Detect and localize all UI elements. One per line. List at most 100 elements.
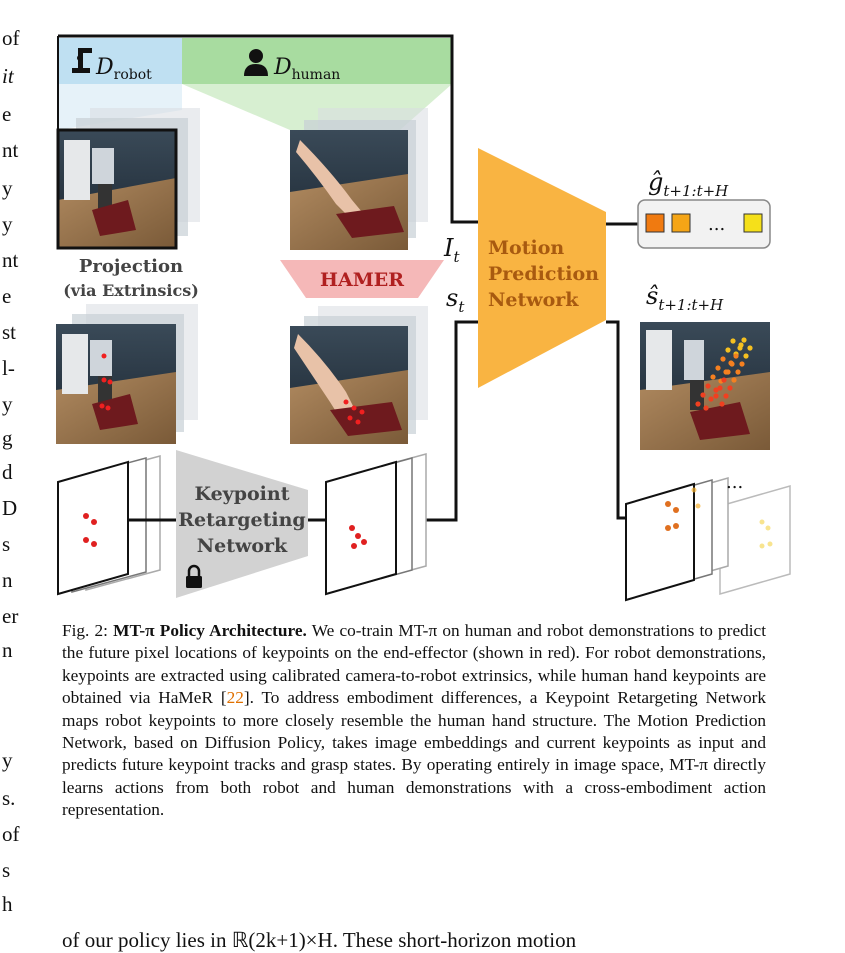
predicted-track-point <box>713 393 719 399</box>
retargeted-keypoint-frames <box>325 453 427 596</box>
predicted-track-point <box>739 361 745 367</box>
predicted-track-point <box>695 401 701 407</box>
left-column-fragment: e <box>2 102 12 126</box>
human-image-stack-keypoints <box>290 306 428 444</box>
keypoint-retargeting-network-block <box>176 450 308 598</box>
predicted-track-point <box>737 345 743 351</box>
predicted-track-point <box>710 374 716 380</box>
grasp-state-1 <box>645 213 665 233</box>
predicted-track-point <box>735 369 741 375</box>
predicted-track-point <box>730 338 736 344</box>
robot-image-stack-top <box>56 108 200 250</box>
left-column-fragment: D <box>2 496 18 520</box>
left-column-fragment: l- <box>2 356 15 380</box>
predicted-frame-keypoint <box>695 503 701 509</box>
left-column-fragment: n <box>2 638 13 662</box>
predicted-track-point <box>720 356 726 362</box>
left-column-fragment: e <box>2 284 12 308</box>
left-column-fragment: s <box>2 858 11 882</box>
predicted-track-point <box>717 385 723 391</box>
left-column-fragment: er <box>2 604 19 628</box>
left-column-fragment: y <box>2 212 13 236</box>
caption-text-1: We co-train MT-π on human and robot demo… <box>62 621 767 708</box>
track-output-label: ŝt+1:t+H <box>646 282 724 314</box>
predicted-frame-keypoint <box>673 507 679 513</box>
projection-label: Projection <box>79 256 183 277</box>
predicted-frame-keypoint <box>691 487 697 493</box>
grasp-ellipsis: ... <box>708 214 725 235</box>
left-column-fragment: nt <box>2 248 19 272</box>
robot-image-stack-keypoints <box>56 304 198 444</box>
keypoint-net-label-3: Network <box>197 535 288 557</box>
left-column-fragment: of <box>2 26 20 50</box>
predicted-track-point <box>713 387 719 393</box>
predicted-track-point <box>731 377 737 383</box>
predicted-track-point <box>700 392 706 398</box>
left-column-fragment: st <box>2 320 17 344</box>
hamer-label: HAMER <box>320 269 404 291</box>
d-human-label: Dhuman <box>273 55 340 83</box>
predicted-track-point <box>715 365 721 371</box>
predicted-track-point <box>723 393 729 399</box>
robot-keypoint <box>101 377 107 383</box>
motion-net-label-1: Motion <box>488 237 564 259</box>
left-column-fragment: of <box>2 822 20 846</box>
motion-net-label-2: Prediction <box>488 263 599 285</box>
predicted-frame-keypoint <box>673 523 679 529</box>
human-keypoint <box>355 419 361 425</box>
caption-label: Fig. 2: <box>62 621 108 640</box>
human-keypoint <box>347 415 353 421</box>
d-robot-label: Drobot <box>95 55 152 83</box>
figure-caption: Fig. 2: MT-π Policy Architecture. We co-… <box>62 620 766 822</box>
predicted-track-point <box>705 383 711 389</box>
grasp-output-box <box>637 199 771 249</box>
track-output-line <box>606 320 628 520</box>
left-column-fragment: d <box>2 460 13 484</box>
predicted-track-point <box>727 385 733 391</box>
citation-link[interactable]: 22 <box>226 688 244 708</box>
robot-frame-keypoint <box>91 519 97 525</box>
human-image-stack-top <box>290 108 428 250</box>
motion-net-label-3: Network <box>488 289 579 311</box>
person-icon <box>244 49 268 76</box>
predicted-track-point <box>747 345 753 351</box>
state-input-label: st <box>446 284 465 316</box>
grasp-state-2 <box>671 213 691 233</box>
predicted-track-dots <box>695 337 753 411</box>
left-column-fragment: y <box>2 748 13 772</box>
frames-ellipsis: ... <box>726 472 743 493</box>
robot-keypoint <box>107 379 113 385</box>
state-input-line <box>420 320 478 522</box>
predicted-frame-keypoint <box>767 541 773 547</box>
predicted-frame-keypoint <box>665 525 671 531</box>
predicted-track-point <box>725 347 731 353</box>
left-column-fragment: nt <box>2 138 19 162</box>
left-column-fragment: y <box>2 176 13 200</box>
image-input-label: It <box>443 234 460 266</box>
grasp-state-3 <box>743 213 763 233</box>
robot-frame-keypoint <box>83 513 89 519</box>
retargeted-keypoint <box>355 533 361 539</box>
predicted-track-point <box>703 405 709 411</box>
keypoint-net-label-2: Retargeting <box>178 509 305 531</box>
keypoint-net-label-1: Keypoint <box>195 483 290 505</box>
robot-keypoint <box>99 403 105 409</box>
robot-frame-keypoint <box>91 541 97 547</box>
left-column-fragment: y <box>2 392 13 416</box>
predicted-tracks-image <box>640 322 770 450</box>
lock-icon <box>186 564 202 588</box>
predicted-frame-keypoint <box>759 543 765 549</box>
robot-arm-icon <box>72 48 92 73</box>
caption-text-2: ]. To address embodiment differences, a … <box>62 688 766 820</box>
predicted-track-point <box>725 369 731 375</box>
left-column-fragment: s <box>2 532 11 556</box>
predicted-track-point <box>743 353 749 359</box>
d-human-header <box>182 38 452 84</box>
predicted-track-point <box>733 353 739 359</box>
predicted-track-point <box>721 377 727 383</box>
retargeted-keypoint <box>351 543 357 549</box>
predicted-track-point <box>741 337 747 343</box>
architecture-figure: Drobot Dhuman Projection (via Extrinsics… <box>56 34 791 602</box>
caption-title: MT-π Policy Architecture. <box>113 621 307 640</box>
robot-keypoint <box>105 405 111 411</box>
